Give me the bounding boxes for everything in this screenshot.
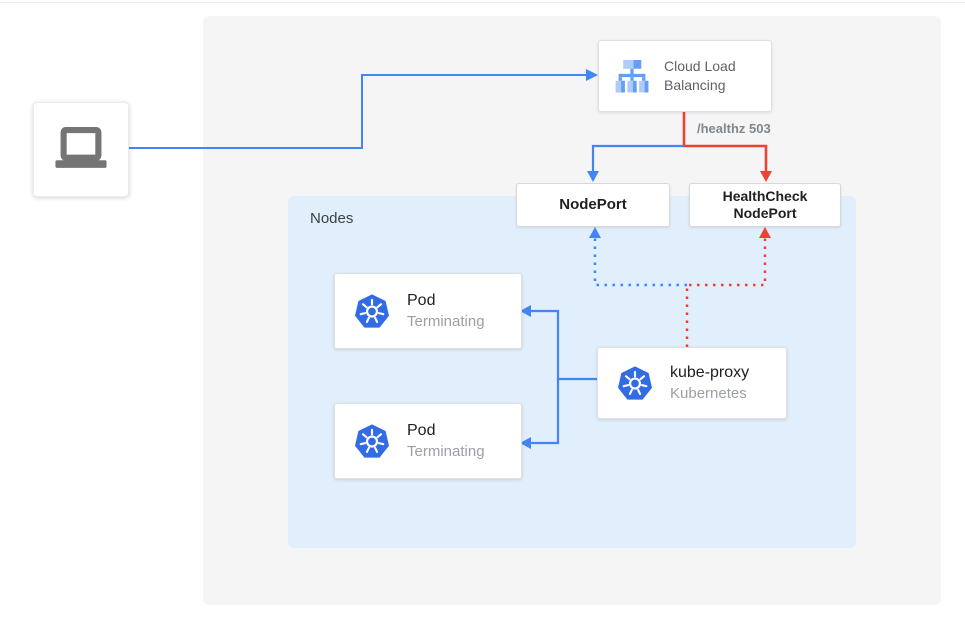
kubernetes-icon <box>353 293 391 329</box>
cloud-load-balancing-label: Cloud Load Balancing <box>664 58 736 93</box>
pod-node-2: Pod Terminating <box>334 403 522 479</box>
client-node <box>33 102 129 197</box>
kube-proxy-node: kube-proxy Kubernetes <box>597 347 787 419</box>
nodes-panel-label: Nodes <box>310 210 354 227</box>
pod-title: Pod <box>407 421 436 439</box>
cloud-load-balancing-node: Cloud Load Balancing <box>598 40 772 112</box>
pod-status: Terminating <box>407 312 485 330</box>
kube-proxy-subtitle: Kubernetes <box>670 384 747 402</box>
pod-status: Terminating <box>407 442 485 460</box>
kubernetes-icon <box>353 423 391 459</box>
healthz-status-label: /healthz 503 <box>697 121 771 136</box>
pod-node-1: Pod Terminating <box>334 273 522 349</box>
load-balancer-icon <box>613 59 651 93</box>
nodeport-node: NodePort <box>516 183 670 227</box>
healthcheck-nodeport-label: HealthCheck NodePort <box>722 188 808 221</box>
kubernetes-icon <box>616 365 654 401</box>
page-top-divider <box>0 2 965 3</box>
nodeport-label: NodePort <box>559 196 627 213</box>
laptop-icon <box>52 126 110 173</box>
kube-proxy-title: kube-proxy <box>670 363 750 381</box>
pod-title: Pod <box>407 291 436 309</box>
healthcheck-nodeport-node: HealthCheck NodePort <box>689 183 841 227</box>
